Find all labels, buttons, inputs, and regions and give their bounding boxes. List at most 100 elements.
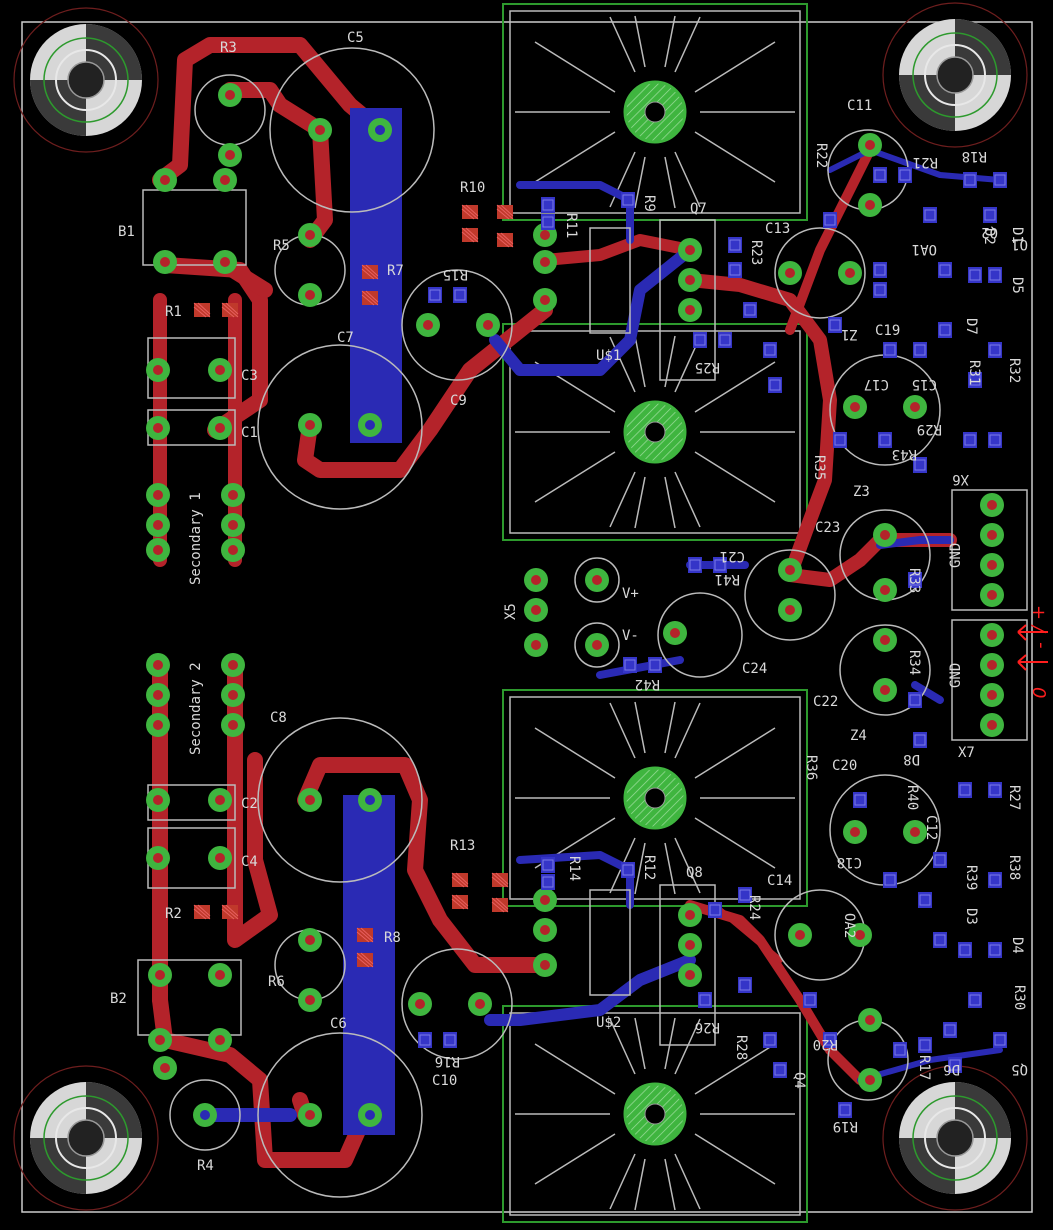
label-z1: Z1 <box>841 326 858 342</box>
label-c20: C20 <box>832 758 857 774</box>
label-c7: C7 <box>337 330 354 346</box>
label-c21: C21 <box>720 548 745 564</box>
label-c18: C18 <box>837 854 862 870</box>
label-r20: R20 <box>813 1036 838 1052</box>
label-r27: R27 <box>1006 785 1022 810</box>
label-r11: R11 <box>563 213 579 238</box>
label-d3: D3 <box>963 908 979 925</box>
label-r42: R42 <box>635 676 660 692</box>
label-r13: R13 <box>450 838 475 854</box>
label-r39: R39 <box>963 865 979 890</box>
label-gnd-2: GND <box>948 663 964 688</box>
label-c24: C24 <box>742 661 767 677</box>
label-r26: R26 <box>695 1019 720 1035</box>
label-r19: R19 <box>833 1118 858 1134</box>
label-b2: B2 <box>110 991 127 1007</box>
label-d8: D8 <box>903 751 920 767</box>
label-vplus: V+ <box>622 586 639 602</box>
label-d4: D4 <box>1009 937 1025 954</box>
label-d2: D2 <box>981 228 997 245</box>
label-r30: R30 <box>1011 985 1027 1010</box>
label-c10: C10 <box>432 1073 457 1089</box>
label-q8: Q8 <box>686 865 703 881</box>
label-r31: R31 <box>966 360 982 385</box>
label-b1: B1 <box>118 224 135 240</box>
label-c22: C22 <box>813 694 838 710</box>
label-r34: R34 <box>906 650 922 675</box>
mounting-hole-bottom-right <box>882 1065 1028 1211</box>
label-x5: X5 <box>503 603 519 620</box>
label-d1: D1 <box>1009 227 1025 244</box>
label-r6: R6 <box>268 974 285 990</box>
label-c11: C11 <box>847 98 872 114</box>
label-r29: R29 <box>917 421 942 437</box>
label-q1: Q1 <box>1011 236 1028 252</box>
label-r10: R10 <box>460 180 485 196</box>
label-c17: C17 <box>864 376 889 392</box>
label-u2: U$2 <box>596 1015 621 1031</box>
label-r23: R23 <box>748 240 764 265</box>
label-d7: D7 <box>963 318 979 335</box>
label-c5: C5 <box>347 30 364 46</box>
label-secondary-1: Secondary 1 <box>188 492 204 585</box>
label-r1: R1 <box>165 304 182 320</box>
handwritten-annotations: + / - 0 <box>1017 605 1052 698</box>
label-c9: C9 <box>450 393 467 409</box>
label-r22: R22 <box>813 143 829 168</box>
label-r43: R43 <box>892 446 917 462</box>
label-r14: R14 <box>566 856 582 881</box>
label-r2: R2 <box>165 906 182 922</box>
label-q7: Q7 <box>690 201 707 217</box>
silkscreen-labels: R3 C5 B1 R5 R7 R1 C3 C1 C7 C9 R10 R15 R1… <box>110 30 1028 1174</box>
label-u1: U$1 <box>596 348 621 364</box>
label-gnd-1: GND <box>948 543 964 568</box>
label-z3: Z3 <box>853 484 870 500</box>
label-oa1: OA1 <box>912 241 937 257</box>
label-c4: C4 <box>241 854 258 870</box>
label-c19: C19 <box>875 323 900 339</box>
label-r12: R12 <box>641 855 657 880</box>
label-r38: R38 <box>1006 855 1022 880</box>
label-x7: X7 <box>958 745 975 761</box>
label-c8: C8 <box>270 710 287 726</box>
label-r28: R28 <box>733 1035 749 1060</box>
label-r41: R41 <box>715 571 740 587</box>
label-r18: R18 <box>962 148 987 164</box>
label-z4: Z4 <box>850 728 867 744</box>
label-q5: Q5 <box>1011 1061 1028 1077</box>
label-r7: R7 <box>387 263 404 279</box>
label-r32: R32 <box>1006 358 1022 383</box>
label-r24: R24 <box>746 895 762 920</box>
label-c13: C13 <box>765 221 790 237</box>
label-c12: C12 <box>923 815 939 840</box>
label-c14: C14 <box>767 873 792 889</box>
label-r17: R17 <box>916 1055 932 1080</box>
label-d6: D6 <box>943 1061 960 1077</box>
mounting-hole-bottom-left <box>13 1065 159 1211</box>
label-c15: C15 <box>912 376 937 392</box>
heatsink-2 <box>501 322 809 542</box>
label-r8: R8 <box>384 930 401 946</box>
label-c2: C2 <box>241 796 258 812</box>
label-x6: X6 <box>952 471 969 487</box>
label-c3: C3 <box>241 368 258 384</box>
component-outlines <box>137 189 1028 1046</box>
mounting-hole-top-left <box>13 7 159 153</box>
label-r35: R35 <box>811 455 827 480</box>
label-c23: C23 <box>815 520 840 536</box>
label-r25: R25 <box>695 359 720 375</box>
label-oa2: OA2 <box>841 913 857 938</box>
label-r5: R5 <box>273 238 290 254</box>
label-c6: C6 <box>330 1016 347 1032</box>
label-r16: R16 <box>435 1053 460 1069</box>
label-r9: R9 <box>641 195 657 212</box>
label-vminus: V- <box>622 628 639 644</box>
label-r21: R21 <box>913 154 938 170</box>
label-r3: R3 <box>220 40 237 56</box>
label-q2: Q2 <box>981 224 998 240</box>
label-r15: R15 <box>443 266 468 282</box>
mounting-hole-top-right <box>882 2 1028 148</box>
label-c1: C1 <box>241 425 258 441</box>
heatsink-4 <box>501 1004 809 1224</box>
